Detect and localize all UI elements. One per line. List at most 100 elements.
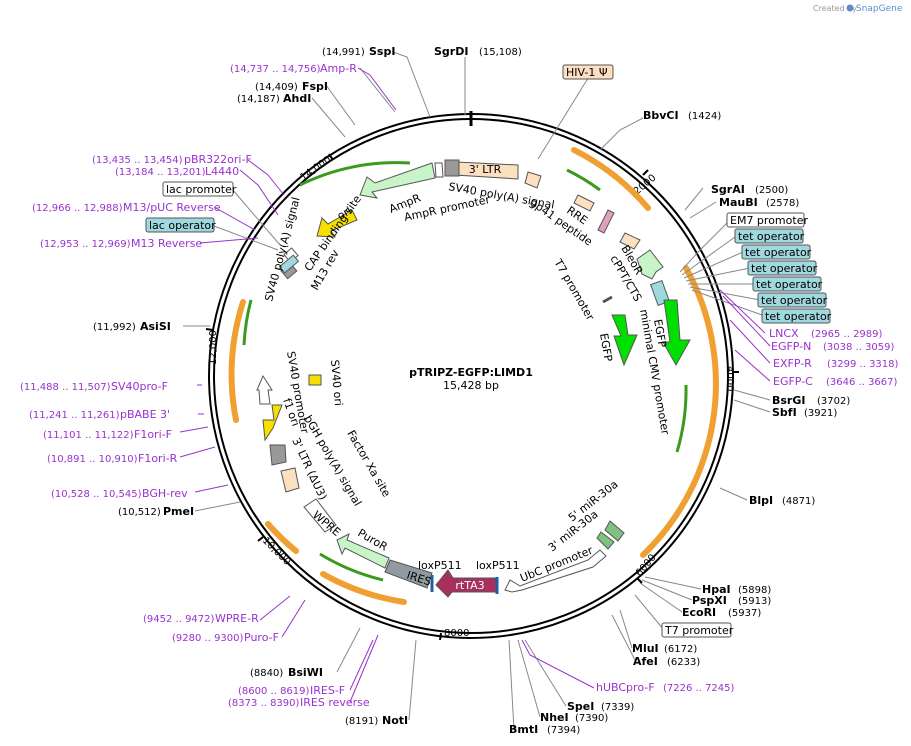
t7-promoter-box[interactable] [661, 622, 732, 638]
site-ahdi-pos: (14,187) [237, 94, 280, 105]
hiv-psi-box[interactable] [562, 64, 614, 80]
site-pmei[interactable]: PmeI [163, 505, 194, 518]
site-afei-pos: (6233) [667, 657, 700, 668]
site-blpi[interactable]: BlpI [749, 494, 773, 507]
site-nhei[interactable]: NheI [540, 711, 569, 724]
sv40ori-label: SV40 ori [328, 359, 345, 406]
ubc-promoter-arrow [504, 549, 607, 593]
site-bmti-pos: (7394) [547, 725, 580, 736]
primer-egfpc-pos: (3646 .. 3667) [826, 377, 898, 388]
tick-mark-6000 [636, 577, 643, 584]
sv40polya-left-label: SV40 poly(A) signal [262, 196, 302, 303]
site-bsiwi[interactable]: BsiWI [288, 666, 323, 679]
primer-wprer[interactable]: WPRE-R [215, 612, 259, 625]
primer-bghrev[interactable]: BGH-rev [142, 487, 188, 500]
site-sbfi-pos: (3921) [804, 408, 837, 419]
site-nhei-pos: (7390) [575, 713, 608, 724]
site-noti[interactable]: NotI [382, 714, 408, 727]
site-hpai[interactable]: HpaI [702, 583, 731, 596]
site-sbfi[interactable]: SbfI [772, 406, 797, 419]
ori-label: ori [335, 204, 354, 222]
site-bsrgi[interactable]: BsrGI [772, 394, 805, 407]
primer-iresf[interactable]: IRES-F [310, 684, 345, 697]
primer-pbr322[interactable]: pBR322ori-F [184, 153, 252, 166]
site-sspi[interactable]: SspI [369, 45, 395, 58]
site-noti-pos: (8191) [345, 716, 378, 727]
primer-egfpn[interactable]: EGFP-N [771, 340, 811, 353]
primer-purof[interactable]: Puro-F [244, 631, 279, 644]
primer-f1orif[interactable]: F1ori-F [134, 428, 172, 441]
site-sgrdi[interactable]: SgrDI [434, 45, 468, 58]
lac-promoter-box[interactable] [162, 181, 234, 197]
site-afei[interactable]: AfeI [633, 655, 658, 668]
primer-bghrev-pos: (10,528 .. 10,545) [51, 489, 142, 500]
site-fspi-pos: (14,409) [255, 82, 298, 93]
primer-wprer-pos: (9452 .. 9472) [143, 614, 215, 625]
site-ahdi[interactable]: AhdI [283, 92, 311, 105]
loxp1-label: loxP511 [418, 559, 462, 572]
rtta3-arrow [435, 569, 498, 598]
site-spei-pos: (7339) [601, 702, 634, 713]
tet-operator-label-1: tet operator [738, 230, 805, 243]
site-pspxi-pos: (5913) [738, 596, 771, 607]
ampr-arrow [359, 162, 436, 199]
site-blpi-pos: (4871) [782, 496, 815, 507]
f1ori-arrow [262, 404, 283, 442]
primer-m13rev-pos: (12,953 .. 12,969) [40, 239, 131, 250]
egfp-label-1: EGFP [597, 332, 615, 363]
site-mlui[interactable]: MluI [632, 642, 659, 655]
tick-mark-12000 [205, 328, 214, 331]
primer-exfpr[interactable]: EXFP-R [773, 357, 812, 370]
lac-operator-box[interactable] [145, 217, 215, 233]
site-sgrai[interactable]: SgrAI [711, 183, 745, 196]
mir5-shape [604, 520, 625, 542]
tet-operator-box-3[interactable] [747, 260, 817, 276]
primer-hubc[interactable]: hUBCpro-F [596, 681, 655, 694]
tet-operator-box-1[interactable] [734, 228, 804, 244]
tet-operator-cluster-shape [649, 279, 671, 307]
primer-l4440-pos: (13,184 .. 13,201) [115, 167, 206, 178]
site-sgrdi-pos: (15,108) [479, 47, 522, 58]
mir3-shape [596, 531, 615, 550]
tet-operator-label-4: tet operator [756, 278, 823, 291]
site-hpai-pos: (5898) [738, 585, 771, 596]
primer-iresrev[interactable]: IRES reverse [300, 696, 370, 709]
primer-sv40pro[interactable]: SV40pro-F [111, 380, 168, 393]
primer-ampr[interactable]: Amp-R [320, 62, 357, 75]
em7-box[interactable] [726, 212, 805, 228]
tick-mark-10000 [257, 536, 264, 542]
site-pspxi[interactable]: PspXI [692, 594, 727, 607]
primer-egfpn-pos: (3038 .. 3059) [823, 342, 895, 353]
tet-operator-label-6: tet operator [765, 310, 832, 323]
tet-operator-box-6[interactable] [761, 308, 831, 324]
primer-hubc-pos: (7226 .. 7245) [663, 683, 735, 694]
sv40-promoter-arrow [256, 374, 273, 405]
primer-m13rev[interactable]: M13 Reverse [131, 237, 202, 250]
primer-pbabe-pos: (11,241 .. 11,261) [29, 410, 120, 421]
primer-m13puc[interactable]: M13/pUC Reverse [123, 201, 221, 214]
primer-lncx[interactable]: LNCX [769, 327, 799, 340]
primer-pbabe[interactable]: pBABE 3' [120, 408, 170, 421]
site-fspi[interactable]: FspI [302, 80, 328, 93]
egfp-arrow-2 [662, 299, 691, 367]
primer-egfpc[interactable]: EGFP-C [773, 375, 813, 388]
loxp2-label: loxP511 [476, 559, 520, 572]
site-ecori[interactable]: EcoRI [682, 606, 716, 619]
site-asisi[interactable]: AsiSI [140, 320, 171, 333]
tet-operator-box-2[interactable] [741, 244, 811, 260]
site-bmti[interactable]: BmtI [509, 723, 538, 736]
site-spei[interactable]: SpeI [567, 700, 594, 713]
t7-promoter-shape [602, 295, 613, 304]
primer-l4440[interactable]: L4440 [205, 165, 239, 178]
egfp-label-2: EGFP [651, 318, 669, 349]
credit-text: Created by [813, 4, 857, 13]
site-bbvci[interactable]: BbvCI [643, 109, 679, 122]
site-mlui-pos: (6172) [664, 644, 697, 655]
tet-operator-box-5[interactable] [757, 292, 827, 308]
ampr-promoter-shape [434, 162, 444, 178]
primer-f1orir[interactable]: F1ori-R [138, 452, 178, 465]
tet-operator-box-4[interactable] [752, 276, 822, 292]
site-maubi[interactable]: MauBI [719, 196, 758, 209]
gp41-shape [597, 209, 615, 234]
